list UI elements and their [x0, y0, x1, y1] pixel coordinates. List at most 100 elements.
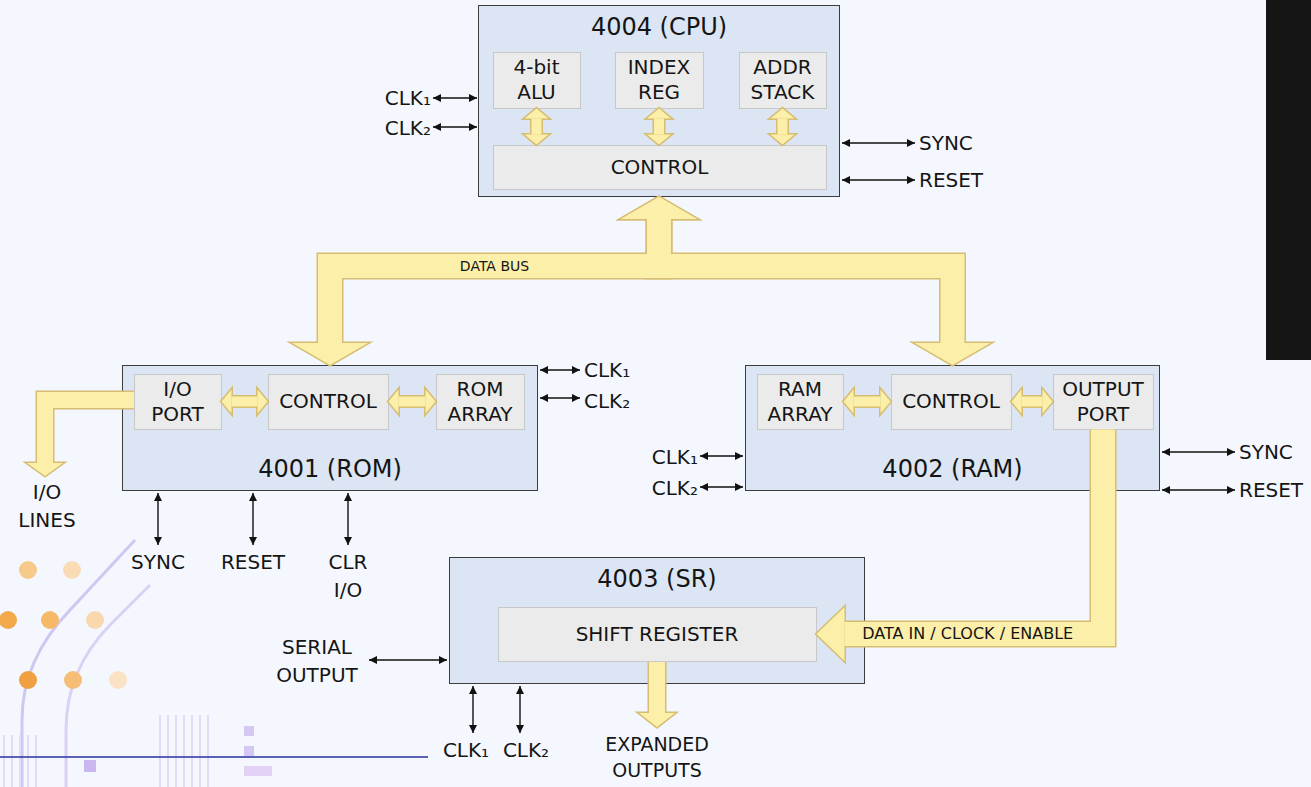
label-holder: SYNC — [1239, 438, 1293, 466]
arrow-body — [649, 662, 665, 713]
arrow-head — [881, 390, 891, 414]
chip-title: 4003 (SR) — [597, 565, 716, 593]
signal-label: I/O LINES — [5, 478, 89, 534]
arrow-body — [845, 430, 1104, 635]
signal-wire — [700, 486, 743, 487]
block-arrow — [621, 197, 991, 365]
signal-wire — [433, 126, 477, 127]
decor-bars — [4, 715, 208, 787]
arrow-outline — [845, 430, 1104, 635]
arrow-body — [654, 119, 664, 135]
signal-label: CLK₂ — [584, 387, 630, 415]
label-holder: CLR I/O — [323, 548, 373, 604]
signal-label: RESET — [221, 548, 285, 576]
signal-label: EXPANDED OUTPUTS — [587, 731, 727, 783]
block-arrow-outline — [647, 109, 671, 145]
signal-wire — [1162, 489, 1235, 490]
block-arrow-outline — [389, 390, 436, 414]
signal-label: CLK₁ — [584, 356, 630, 384]
decor-dot — [63, 561, 81, 579]
arrow-outline — [647, 109, 671, 119]
arrow-head — [222, 390, 232, 414]
chip-box: 4001 (ROM)I/O PORTCONTROLROM ARRAY — [122, 365, 538, 491]
arrow-outline — [525, 109, 549, 119]
block-label: ROM ARRAY — [441, 377, 520, 427]
arrow-outline — [817, 607, 845, 661]
signal-label: CLK₁ — [443, 736, 489, 764]
label-holder: CLK₂ — [503, 736, 549, 764]
chip-title: 4002 (RAM) — [882, 455, 1022, 483]
decor-square — [244, 746, 254, 756]
signal-label: RESET — [919, 166, 983, 194]
function-block: ROM ARRAY — [436, 374, 525, 430]
arrow-outline — [525, 135, 549, 145]
block-arrow-outline — [525, 109, 549, 145]
io-lines-arrow — [27, 400, 134, 476]
function-block: ADDR STACK — [739, 52, 827, 109]
arrow-head — [817, 607, 845, 661]
signal-wire — [700, 455, 743, 456]
arrow-outline — [771, 135, 795, 145]
block-arrow — [389, 390, 436, 414]
arrow-head — [647, 109, 671, 119]
wire-group — [158, 98, 1235, 733]
arrow-outline — [776, 119, 789, 135]
arrow-outline — [45, 400, 134, 463]
label-holder: RESET — [221, 548, 285, 576]
block-label: CONTROL — [611, 155, 709, 180]
arrow-head — [292, 343, 368, 365]
label-holder: I/O LINES — [5, 478, 89, 534]
arrow-body — [778, 119, 788, 135]
block-label: SHIFT REGISTER — [576, 622, 739, 647]
signal-wire — [842, 142, 915, 143]
arrow-head — [525, 135, 549, 145]
signal-wire — [472, 686, 473, 733]
signal-label: CLK₂ — [385, 114, 431, 142]
arrow-body — [399, 397, 426, 407]
decor-dot — [64, 671, 82, 689]
arrow-head — [844, 390, 854, 414]
block-arrow-outline — [817, 430, 1104, 662]
arrow-head — [621, 197, 697, 219]
arrow-body — [232, 397, 258, 407]
arrow-outline — [27, 463, 63, 476]
arrow-outline — [621, 197, 697, 219]
label-holder: SYNC — [919, 129, 973, 157]
function-block: CONTROL — [268, 374, 389, 430]
decor-dot — [86, 611, 104, 629]
signal-label: CLK₁ — [385, 84, 431, 112]
arrow-outline — [621, 197, 697, 219]
signal-label: RESET — [1239, 476, 1303, 504]
arrow-body — [659, 219, 953, 343]
signal-wire — [842, 179, 915, 180]
block-arrow-outline — [222, 390, 268, 414]
arrow-outline — [530, 119, 543, 135]
arrow-outline — [647, 135, 671, 145]
decor-curve — [22, 540, 135, 787]
arrow-outline — [639, 713, 675, 727]
arrow-head — [621, 197, 697, 219]
arrow-outline — [399, 395, 426, 408]
arrow-outline — [389, 390, 399, 414]
label-holder: CLK₁ — [584, 356, 630, 384]
signal-label: CLR I/O — [323, 548, 373, 604]
function-block: I/O PORT — [134, 374, 222, 430]
label-holder: EXPANDED OUTPUTS — [587, 731, 727, 783]
arrow-outline — [915, 343, 991, 365]
decor-dot — [109, 671, 127, 689]
arrow-outline — [1022, 395, 1043, 408]
arrow-head — [639, 713, 675, 727]
label-holder: CLK₂ — [385, 114, 431, 142]
arrow-head — [525, 109, 549, 119]
arrow-outline — [426, 390, 436, 414]
arrow-outline — [844, 390, 854, 414]
label-holder: CLK₂ — [652, 474, 698, 502]
decor-dot — [0, 611, 17, 629]
signal-label: CLK₂ — [503, 736, 549, 764]
signal-label: CLK₁ — [652, 443, 698, 471]
arrow-outline — [653, 119, 666, 135]
bus-label: DATA BUS — [457, 258, 532, 274]
arrow-head — [389, 390, 399, 414]
arrow-head — [915, 343, 991, 365]
bus-label: DATA IN / CLOCK / ENABLE — [859, 625, 1076, 643]
